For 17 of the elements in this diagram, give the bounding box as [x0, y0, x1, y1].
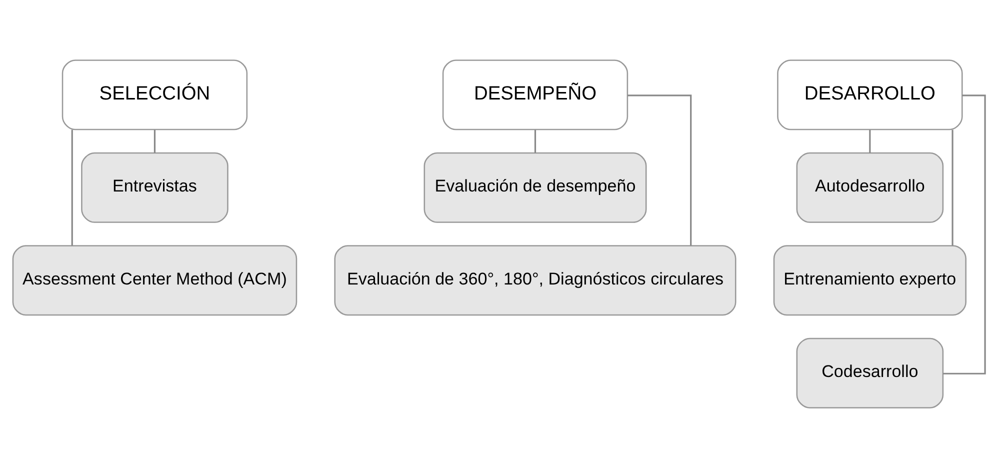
node-box: Evaluación de desempeño [424, 152, 647, 223]
node-box: SELECCIÓN [62, 60, 248, 130]
node-box: Entrenamiento experto [773, 245, 966, 316]
node-box: Entrevistas [81, 152, 228, 223]
connector [952, 130, 954, 246]
connector [628, 94, 692, 246]
node-box: Autodesarrollo [796, 152, 944, 223]
node-box: Codesarrollo [796, 338, 944, 408]
connector [943, 94, 986, 374]
connector [869, 130, 871, 153]
node-box: Assessment Center Method (ACM) [12, 245, 298, 316]
node-box: Evaluación de 360°, 180°, Diagnósticos circulares [334, 245, 736, 316]
connector [154, 130, 156, 153]
node-box: DESARROLLO [777, 60, 963, 130]
connector [71, 130, 73, 246]
connector [534, 130, 536, 153]
node-box: DESEMPEÑO [442, 60, 628, 130]
